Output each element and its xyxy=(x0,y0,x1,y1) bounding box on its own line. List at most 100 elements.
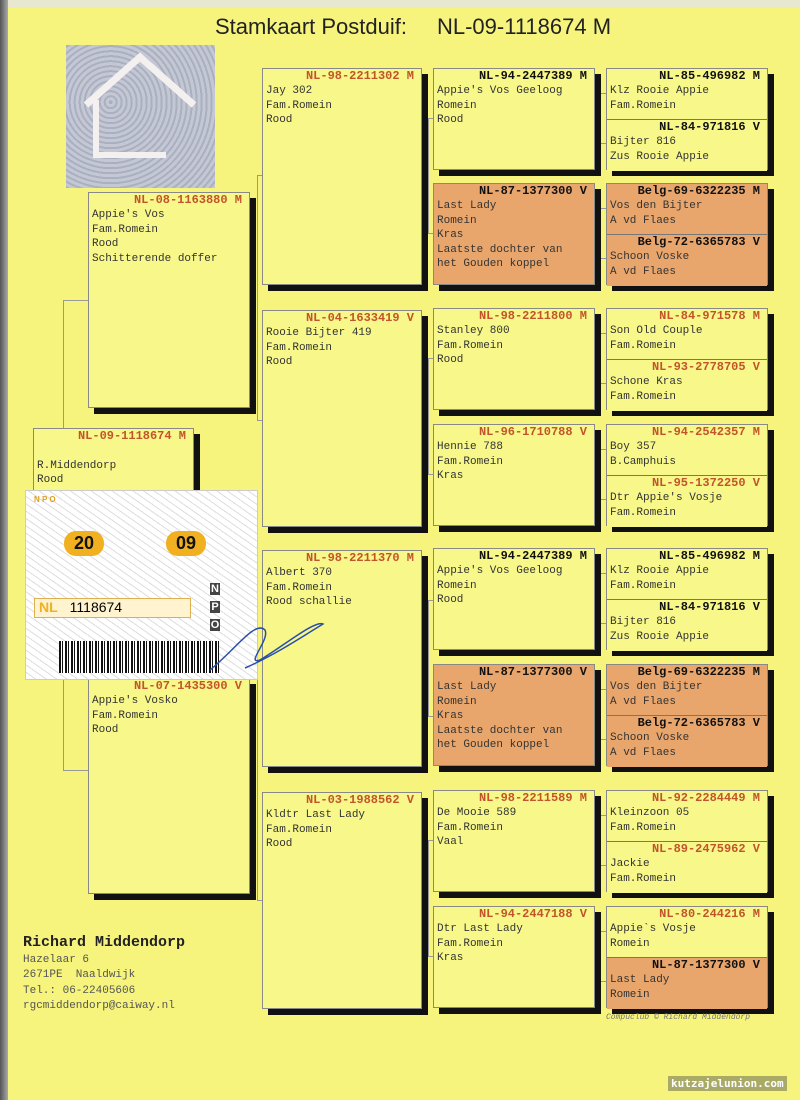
pigeon-info-line: Rood xyxy=(266,356,293,369)
pigeon-info-line: Rood xyxy=(437,354,464,367)
connector-line xyxy=(428,233,433,234)
connector-line xyxy=(595,474,600,475)
connector-line xyxy=(257,175,258,420)
pigeon-info-line: Fam.Romein xyxy=(266,99,333,112)
connector-line xyxy=(257,175,262,176)
barcode xyxy=(59,641,219,673)
connector-line xyxy=(600,739,606,740)
connector-line xyxy=(600,865,606,866)
pigeon-info-line: Vos den Bijter xyxy=(610,681,703,693)
connector-line xyxy=(428,716,433,717)
pigeon-info-line: Fam.Romein xyxy=(266,581,333,594)
ring-number: NL-98-2211800 M xyxy=(478,309,587,323)
connector-line xyxy=(600,383,606,384)
pigeon-info-line: Schoon Voske xyxy=(610,732,690,744)
sticker-year-right: 09 xyxy=(166,531,207,556)
pigeon-info-line: Last Lady xyxy=(437,200,497,212)
connector-line xyxy=(600,689,606,690)
sticker-year-left: 20 xyxy=(64,531,105,556)
connector-line xyxy=(428,358,433,359)
connector-line xyxy=(428,118,429,233)
connector-line xyxy=(600,573,606,574)
pigeon-info-line: Rood xyxy=(92,724,119,737)
pigeon-info-line: Appie's Vosko xyxy=(92,695,178,707)
sticker-header: N P O xyxy=(34,495,56,504)
ring-number: NL-87-1377300 V xyxy=(478,184,587,198)
connector-line xyxy=(595,118,600,119)
pigeon-info-line: Romein xyxy=(437,214,477,227)
connector-line xyxy=(600,208,606,209)
ring-number: NL-84-971578 M xyxy=(659,309,760,323)
connector-line xyxy=(595,233,600,234)
title-label: Stamkaart Postduif: xyxy=(215,14,407,39)
pigeon-info-line: Rood xyxy=(437,594,464,607)
connector-line xyxy=(428,956,433,957)
pigeon-info-line: Dtr Appie's Vosje xyxy=(610,492,723,504)
pigeon-info-line: Boy 357 xyxy=(610,441,657,453)
ring-number: NL-08-1163880 M xyxy=(133,193,242,207)
connector-line xyxy=(595,956,600,957)
connector-line xyxy=(600,208,601,258)
sticker-letter-p: P xyxy=(210,601,220,613)
connector-line xyxy=(600,258,606,259)
connector-line xyxy=(428,840,433,841)
pigeon-card-great-great-grandparent: Belg-69-6322235 M Vos den Bijter A vd Flae… xyxy=(607,665,767,715)
title-ring-number: NL-09-1118674 M xyxy=(436,14,612,39)
pigeon-info-line: Appie`s Vosje xyxy=(610,923,696,935)
connector-line xyxy=(600,93,601,143)
pigeon-info-line: Last Lady xyxy=(610,974,670,986)
ring-number: Belg-69-6322235 M xyxy=(637,184,760,198)
connector-line xyxy=(600,333,606,334)
pigeon-info-line: Schitterende doffer xyxy=(92,252,218,265)
pigeon-info-line: Fam.Romein xyxy=(610,99,677,112)
connector-line xyxy=(428,358,429,474)
pigeon-info-line: Rood schallie xyxy=(266,596,352,609)
sticker-letter-n: N xyxy=(210,583,220,595)
pigeon-info-line: Romein xyxy=(437,579,477,592)
pigeon-info-line: Jackie xyxy=(610,858,650,870)
pigeon-info-line: A vd Flaes xyxy=(610,214,677,227)
ring-number: NL-92-2284449 M xyxy=(651,791,760,805)
ring-number: NL-95-1372250 V xyxy=(651,476,760,490)
pigeon-info-line: Rood xyxy=(266,838,293,851)
pigeon-info-line: Fam.Romein xyxy=(437,937,504,950)
pigeon-info-line: A vd Flaes xyxy=(610,695,677,708)
pigeon-info-line: Kras xyxy=(437,710,464,723)
ring-number: NL-98-2211589 M xyxy=(478,791,587,805)
pigeon-info-line: A vd Flaes xyxy=(610,746,677,759)
house-logo-icon xyxy=(83,52,197,158)
pigeon-info-line: Romein xyxy=(610,988,650,1001)
pigeon-info-line: Son Old Couple xyxy=(610,325,703,337)
pigeon-info-line: Klz Rooie Appie xyxy=(610,565,710,577)
ring-number: NL-84-971816 V xyxy=(659,600,760,614)
ring-number: Belg-69-6322235 M xyxy=(637,665,760,679)
connector-line xyxy=(257,420,262,421)
connector-line xyxy=(428,600,433,601)
pigeon-info-line: Rood xyxy=(92,238,119,251)
pigeon-info-line: Bijter 816 xyxy=(610,616,677,628)
ring-number: NL-85-496982 M xyxy=(659,69,760,83)
pigeon-info-line: Laatste dochter van xyxy=(437,724,563,737)
connector-line xyxy=(428,840,429,956)
pigeon-info-line: Rooie Bijter 419 xyxy=(266,327,372,339)
connector-line xyxy=(595,358,600,359)
pigeon-info-line: Hennie 788 xyxy=(437,441,504,453)
pigeon-info-line: Vos den Bijter xyxy=(610,200,703,212)
pigeon-info-line: Fam.Romein xyxy=(610,339,677,352)
ring-number: NL-93-2778705 V xyxy=(651,360,760,374)
pigeon-info-line: Romein xyxy=(437,695,477,708)
scan-edge-top xyxy=(0,0,800,8)
ring-number: NL-98-2211302 M xyxy=(305,69,414,83)
ring-number: NL-94-2447389 M xyxy=(478,69,587,83)
